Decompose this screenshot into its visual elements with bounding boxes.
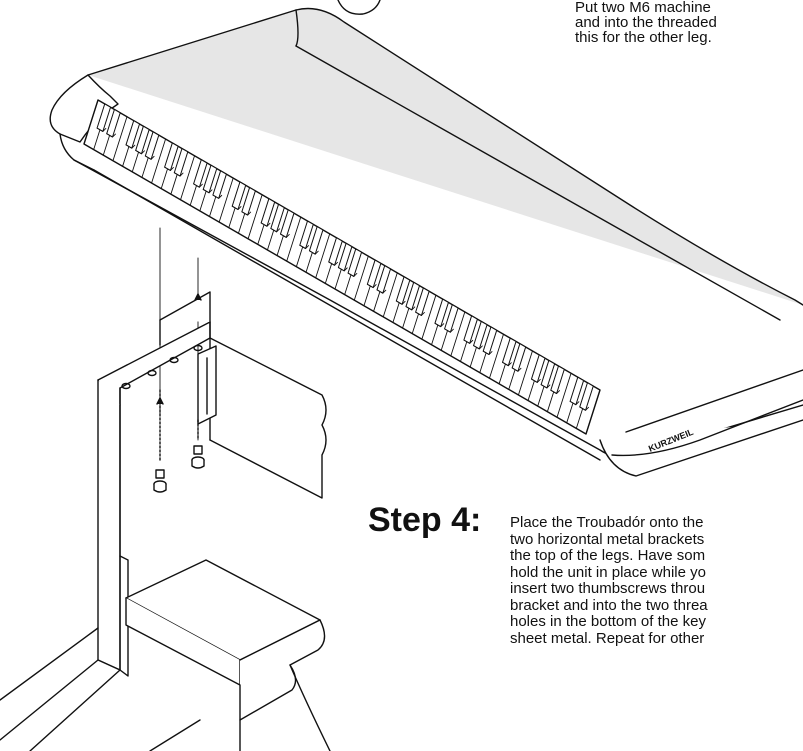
black-key-front xyxy=(366,283,377,289)
white-key-divider xyxy=(180,155,195,201)
top-instruction-line-1: Put two M6 machine xyxy=(575,0,711,16)
black-key-front xyxy=(173,172,184,177)
black-key-front xyxy=(482,350,493,355)
top-instruction-line-3: this for the other leg. xyxy=(575,29,712,45)
black-key-front xyxy=(415,311,425,316)
black-key-front xyxy=(260,222,271,227)
step-line-6: bracket and into the two threa xyxy=(510,596,708,614)
step-line-1: Place the Troubadór onto the xyxy=(510,515,704,531)
white-key-divider xyxy=(585,389,601,435)
black-key-front xyxy=(299,244,310,250)
black-key-front xyxy=(579,406,589,411)
top-instruction: Put two M6 machine and into the threaded… xyxy=(575,0,803,45)
black-key-front xyxy=(193,183,203,188)
keyboard-body: KURZWEIL xyxy=(49,7,803,477)
black-key-front xyxy=(434,322,445,328)
step-line-4: hold the unit in place while yo xyxy=(510,563,706,581)
black-key-front xyxy=(337,267,348,272)
black-key-front xyxy=(308,250,319,255)
black-key-front xyxy=(550,389,561,395)
hardware-part-top xyxy=(337,0,381,15)
black-key-front xyxy=(347,272,358,277)
black-key-front xyxy=(135,149,145,155)
black-key-front xyxy=(531,378,541,383)
black-key-front xyxy=(540,384,551,389)
black-key-front xyxy=(270,228,281,233)
white-key-divider xyxy=(556,372,572,418)
step-heading: Step 4: xyxy=(368,501,482,539)
white-key-divider xyxy=(218,177,234,223)
step-instruction: Place the Troubadór onto the two horizon… xyxy=(510,515,803,647)
black-key-front xyxy=(125,144,136,149)
black-key-front xyxy=(106,133,116,138)
black-key-front xyxy=(569,400,580,406)
white-key-divider xyxy=(517,350,533,396)
white-key-divider xyxy=(151,138,167,184)
step-line-8: sheet metal. Repeat for other xyxy=(510,629,705,647)
black-key-front xyxy=(96,127,107,132)
white-key-divider xyxy=(450,311,466,357)
black-key-front xyxy=(376,289,387,294)
black-key-front xyxy=(164,166,174,171)
black-key-front xyxy=(473,345,483,350)
white-key-divider xyxy=(489,333,504,379)
black-key-front xyxy=(405,306,416,311)
black-key-front xyxy=(502,361,512,367)
white-key-divider xyxy=(315,233,331,279)
top-instruction-line-2: and into the threaded xyxy=(575,14,717,31)
step-line-7: holes in the bottom of the key xyxy=(510,613,706,630)
black-key-front xyxy=(511,367,522,372)
black-key-front xyxy=(212,194,223,199)
black-key-front xyxy=(328,261,338,266)
black-key-front xyxy=(241,211,252,216)
step-line-2: two horizontal metal brackets xyxy=(510,530,705,548)
white-key-divider xyxy=(286,216,302,262)
black-key-front xyxy=(144,155,155,160)
black-key-front xyxy=(463,339,474,344)
black-key-front xyxy=(280,233,290,238)
black-key-front xyxy=(444,328,454,333)
white-key-divider xyxy=(421,294,437,340)
white-key-divider xyxy=(83,99,99,145)
white-key-divider xyxy=(353,255,369,301)
step-line-3: the top of the legs. Have som xyxy=(510,547,706,564)
step-line-5: insert two thumbscrews throu xyxy=(510,580,706,597)
white-key-divider xyxy=(382,272,398,318)
black-key-front xyxy=(202,189,213,194)
left-leg xyxy=(0,291,331,751)
black-key-front xyxy=(395,300,406,305)
black-key-front xyxy=(231,205,242,210)
thumbscrew-right xyxy=(191,419,205,469)
white-key-divider xyxy=(112,116,128,162)
thumbscrew-left xyxy=(153,389,167,493)
white-key-divider xyxy=(247,194,263,240)
keyboard-keys xyxy=(83,99,601,435)
